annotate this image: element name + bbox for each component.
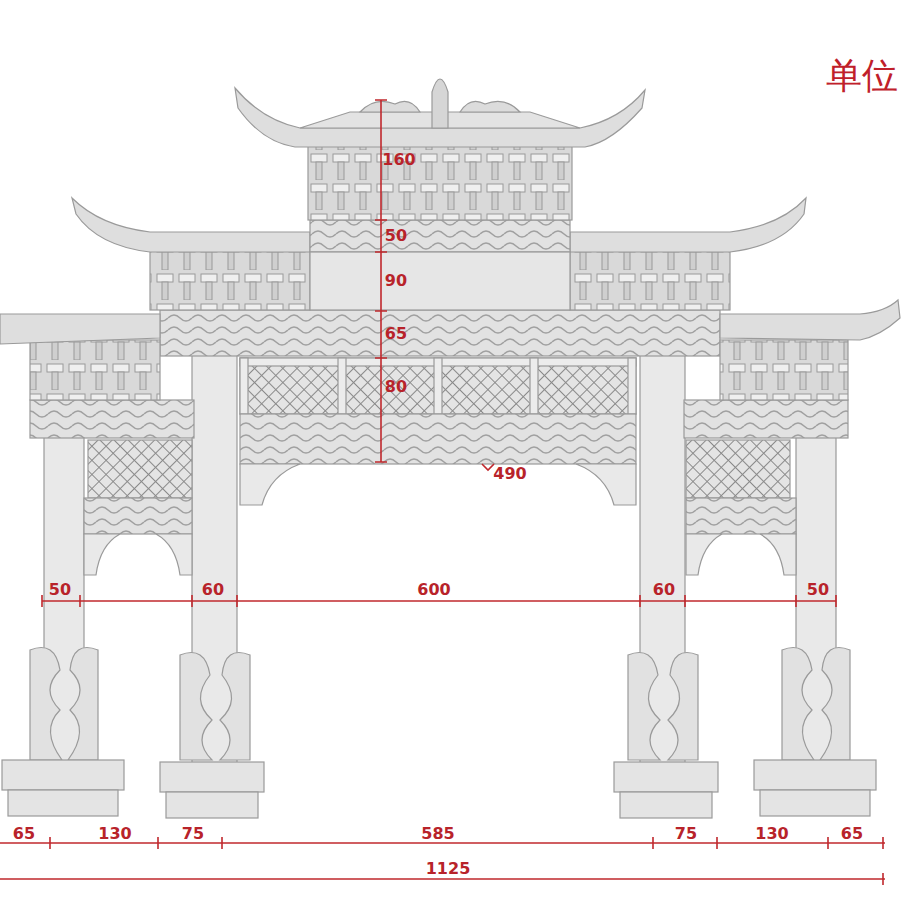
bracket-set: [150, 250, 310, 310]
ridge-ornament: [432, 79, 448, 128]
carved-beam: [240, 414, 636, 464]
dimension-label: 160: [382, 152, 415, 168]
side-carving: [84, 498, 192, 534]
middle-roof: [72, 198, 310, 252]
main-beam: [160, 310, 720, 356]
dimension-label: 75: [675, 826, 697, 842]
dimension-label: 600: [417, 582, 450, 598]
dimension-label: 50: [49, 582, 71, 598]
dimension-label: 50: [385, 228, 407, 244]
bracket-set: [570, 250, 730, 310]
dimension-label: 75: [182, 826, 204, 842]
side-lattice: [88, 440, 192, 498]
dimension-label: 60: [202, 582, 224, 598]
corbel: [576, 464, 636, 505]
dimension-label: 130: [755, 826, 788, 842]
dimension-label: 65: [13, 826, 35, 842]
side-lattice: [686, 440, 790, 498]
side-beam: [684, 400, 848, 438]
dimension-label: 80: [385, 379, 407, 395]
unit-label: 单位: [826, 58, 898, 94]
middle-roof: [570, 198, 806, 252]
center-panel: [310, 252, 570, 310]
bracket-set: [308, 145, 572, 220]
dimension-label: 50: [807, 582, 829, 598]
drum-stones: [30, 648, 850, 761]
bracket-set: [30, 340, 160, 400]
dimension-label: 90: [385, 273, 407, 289]
dimension-label: 490: [493, 466, 526, 482]
column-bases: [2, 760, 876, 818]
side-beam: [30, 400, 194, 438]
lattice-panel: [240, 358, 636, 414]
bracket-set: [720, 340, 848, 400]
lattice-frames: [240, 358, 636, 414]
dimension-lines: [0, 100, 885, 885]
archway: [0, 79, 900, 818]
dimension-label: 65: [385, 326, 407, 342]
lower-roof: [720, 300, 900, 340]
dimension-label: 65: [841, 826, 863, 842]
corbel: [240, 464, 300, 505]
ridge-dragon: [360, 101, 420, 112]
dimension-label: 130: [98, 826, 131, 842]
center-band: [310, 220, 570, 252]
dimension-label: 60: [653, 582, 675, 598]
dimension-label: 585: [421, 826, 454, 842]
dimension-label: 1125: [426, 861, 471, 877]
lower-roof: [0, 314, 160, 344]
side-carving: [686, 498, 796, 534]
ridge-dragon: [460, 101, 520, 112]
